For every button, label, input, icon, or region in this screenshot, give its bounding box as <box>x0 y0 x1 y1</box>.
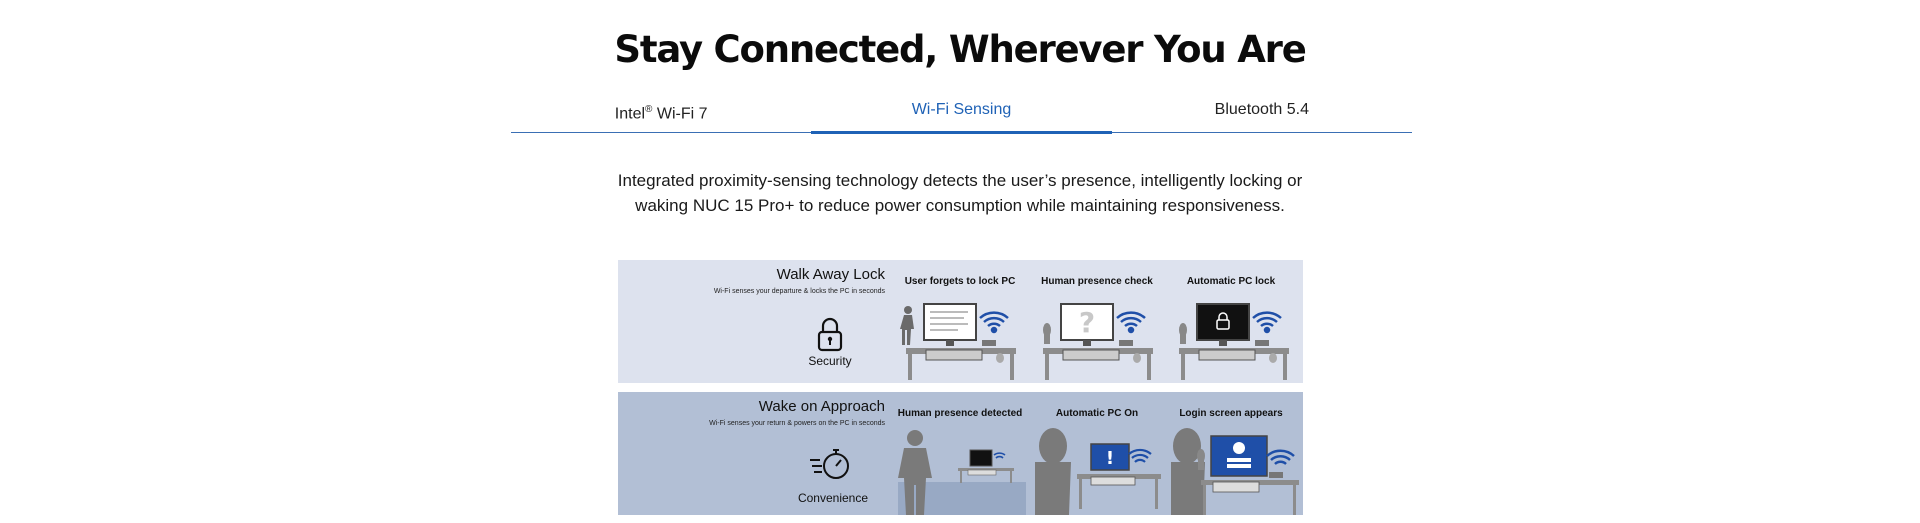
desk-scene-user-leaves <box>900 303 1016 380</box>
walking-person-icon <box>898 430 932 515</box>
step-label: User forgets to lock PC <box>904 276 1016 287</box>
plant-icon <box>1197 449 1205 470</box>
wifi-icon <box>1252 311 1282 334</box>
wifi-icon <box>979 311 1009 334</box>
step-label: Automatic PC On <box>1055 408 1139 419</box>
scene-person-approaching <box>898 430 1026 515</box>
person-silhouette-icon <box>1171 428 1205 515</box>
walking-person-icon <box>900 306 914 345</box>
screen-padlock-icon <box>1216 312 1230 330</box>
tab-label: Intel <box>614 105 646 123</box>
scene-login-screen <box>1171 428 1299 515</box>
walk-away-title: Walk Away Lock <box>776 266 885 283</box>
tab-label-rest: Wi-Fi 7 <box>652 105 708 123</box>
tab-bluetooth[interactable]: Bluetooth 5.4 <box>1112 96 1412 132</box>
walk-away-subtitle: Wi-Fi senses your departure & locks the … <box>713 288 885 295</box>
desk-scene-auto-lock <box>1179 303 1289 380</box>
description: Integrated proximity-sensing technology … <box>560 168 1360 218</box>
stopwatch-icon <box>810 449 849 479</box>
plant-icon <box>1043 323 1051 344</box>
tab-label: Wi-Fi Sensing <box>911 101 1012 118</box>
wake-title: Wake on Approach <box>758 398 885 415</box>
wifi-icon <box>1116 311 1146 334</box>
tab-bar: Intel® Wi-Fi 7 Wi-Fi Sensing Bluetooth 5… <box>511 96 1412 134</box>
tab-label: Bluetooth 5.4 <box>1214 101 1309 118</box>
plant-icon <box>1179 323 1187 344</box>
person-silhouette-icon <box>1035 428 1071 515</box>
security-label: Security <box>808 354 852 368</box>
step-label: Human presence detected <box>897 408 1023 419</box>
step-label: Automatic PC lock <box>1186 276 1276 287</box>
padlock-icon <box>817 317 843 352</box>
walk-away-lock-panel: Walk Away Lock Wi-Fi senses your departu… <box>618 260 1303 383</box>
registered-mark: ® <box>645 104 653 115</box>
wake-on-approach-panel: Wake on Approach Wi-Fi senses your retur… <box>618 392 1303 515</box>
tab-intel-wifi-7[interactable]: Intel® Wi-Fi 7 <box>511 96 811 132</box>
wake-subtitle: Wi-Fi senses your return & powers on the… <box>709 420 885 427</box>
convenience-label: Convenience <box>797 491 869 505</box>
user-avatar-icon <box>1227 442 1251 468</box>
description-line-2: waking NUC 15 Pro+ to reduce power consu… <box>635 196 1285 215</box>
scene-pc-on: ! <box>1035 428 1161 515</box>
wifi-icon <box>1266 449 1295 466</box>
step-label: Login screen appears <box>1179 408 1283 419</box>
alert-icon: ! <box>1106 448 1114 469</box>
page-title: Stay Connected, Wherever You Are <box>614 28 1306 71</box>
step-label: Human presence check <box>1041 276 1153 287</box>
description-line-1: Integrated proximity-sensing technology … <box>617 171 1303 190</box>
desk-scene-presence-check: ? <box>1043 303 1153 380</box>
wifi-icon <box>1128 448 1152 463</box>
wifi-icon <box>993 452 1006 459</box>
tab-wifi-sensing[interactable]: Wi-Fi Sensing <box>811 96 1112 134</box>
question-mark-icon: ? <box>1079 306 1095 339</box>
